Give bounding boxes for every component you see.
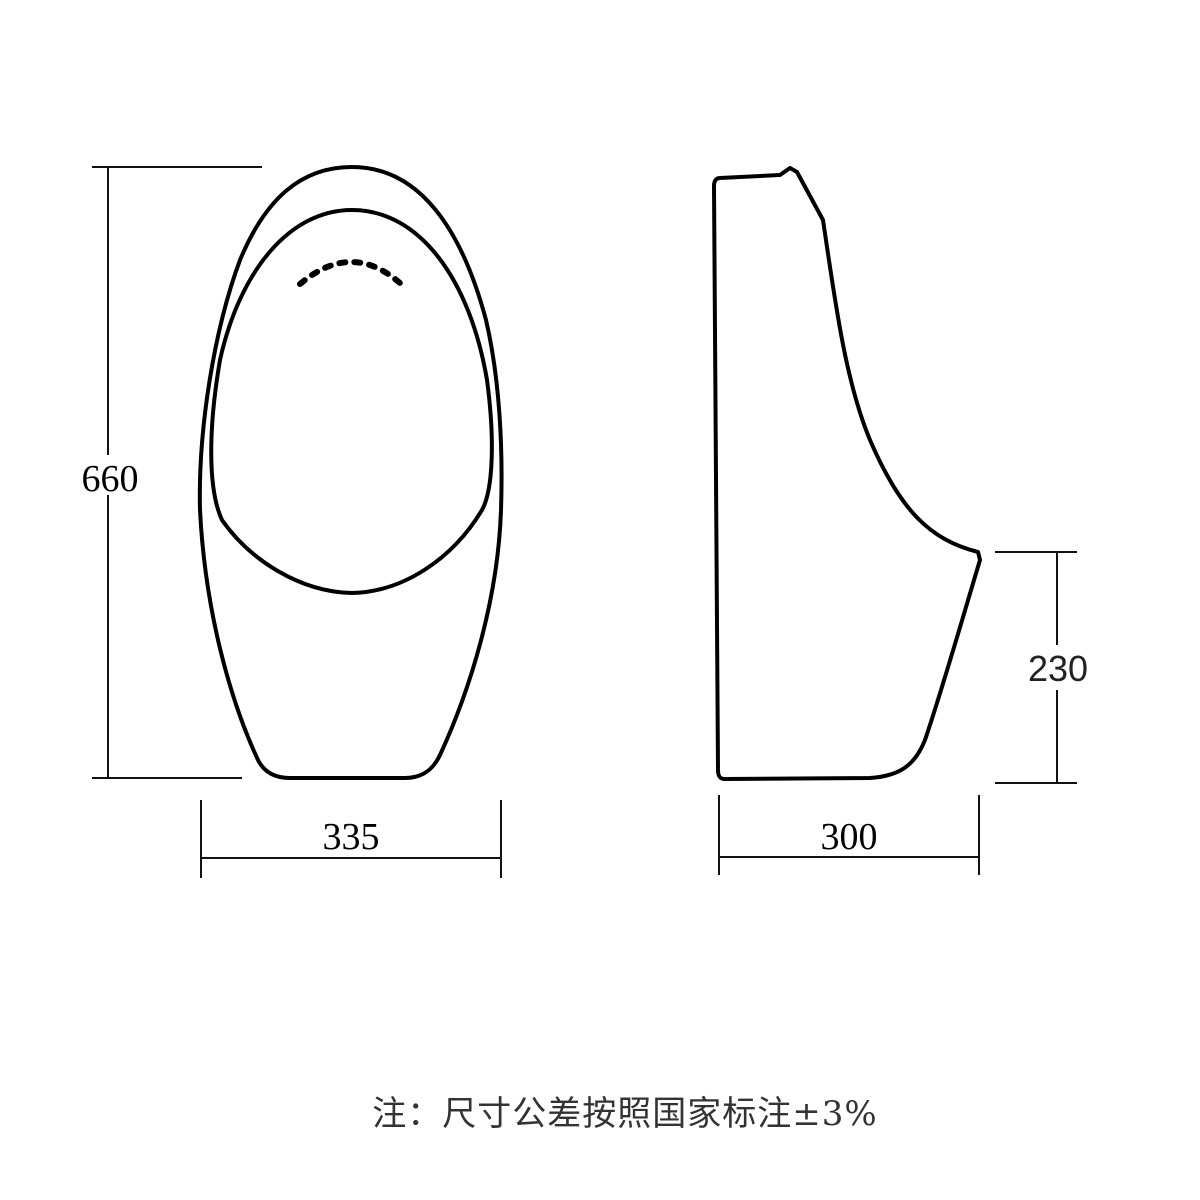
front-outer-outline [197, 165, 504, 780]
flush-holes-arc [297, 259, 404, 287]
dimension-width-335: 335 [200, 800, 502, 878]
width-dimension-label: 335 [323, 816, 380, 858]
front-view [197, 165, 504, 780]
front-bowl-outline [209, 208, 494, 595]
dimension-height-660: 660 [82, 166, 262, 779]
tolerance-note: 注：尺寸公差按照国家标注±3% [372, 1094, 878, 1134]
side-view [712, 166, 982, 781]
dimension-depth-300: 300 [718, 795, 980, 875]
depth-dimension-label: 300 [821, 816, 878, 858]
dimension-inlet-230: 230 [995, 551, 1088, 784]
inlet-height-dimension-label: 230 [1028, 648, 1088, 689]
side-profile-outline [712, 166, 982, 781]
height-dimension-label: 660 [82, 458, 139, 500]
